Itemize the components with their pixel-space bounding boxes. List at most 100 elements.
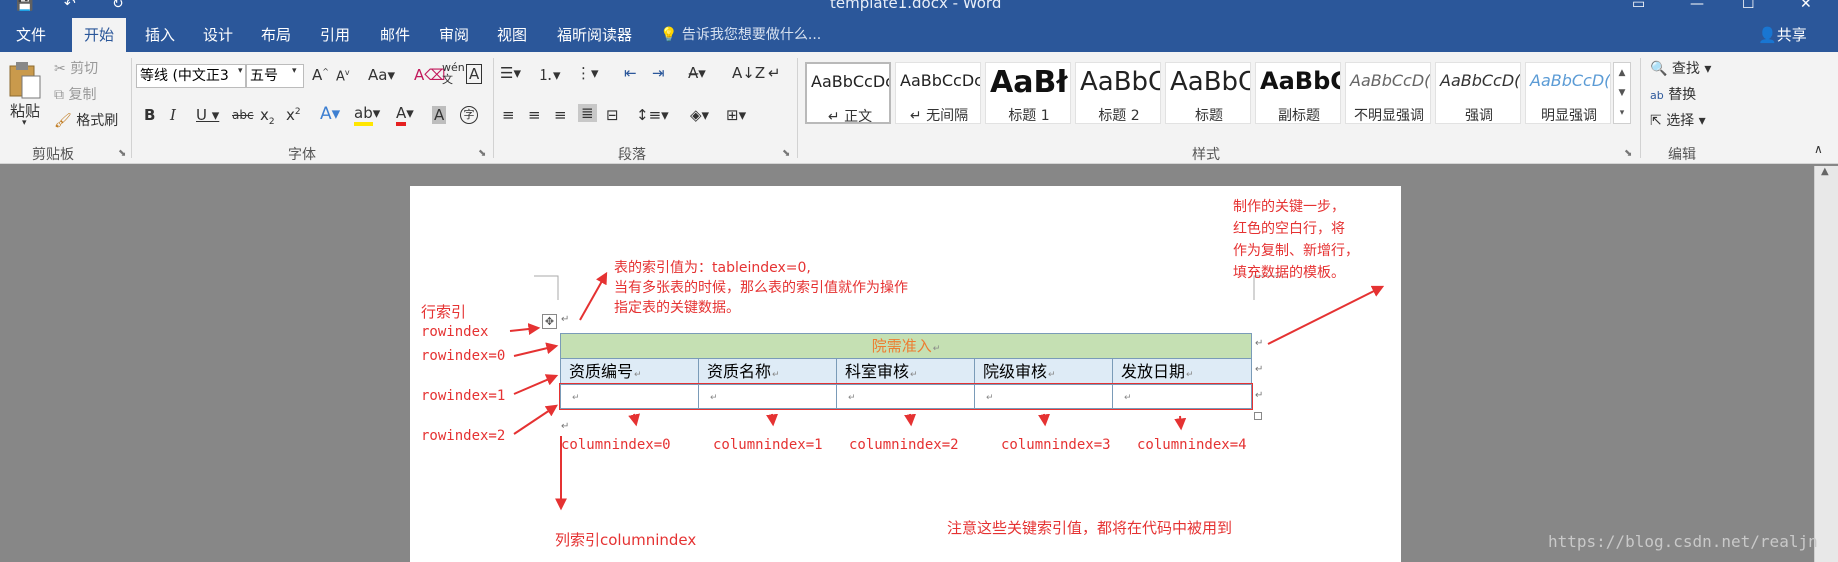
- collapse-ribbon-icon[interactable]: ∧: [1814, 142, 1823, 156]
- save-icon[interactable]: 💾: [16, 0, 34, 12]
- clear-formatting-icon[interactable]: A⌫: [414, 66, 446, 84]
- tab-mailings[interactable]: 邮件: [380, 26, 411, 44]
- increase-indent-icon[interactable]: ⇥: [652, 64, 665, 82]
- table-title-cell[interactable]: 院需准入↵: [560, 333, 1252, 359]
- header-cell-1[interactable]: 资质名称↵: [698, 358, 837, 385]
- paragraph-dialog-launcher-icon[interactable]: ⬊: [782, 148, 791, 159]
- font-group-label: 字体: [288, 147, 316, 163]
- close-icon[interactable]: ✕: [1800, 0, 1812, 12]
- borders-icon[interactable]: ⊞▾: [726, 106, 747, 124]
- header-cell-2[interactable]: 科室审核↵: [836, 358, 975, 385]
- template-cell-3[interactable]: ↵: [974, 384, 1113, 409]
- character-shading-icon[interactable]: A: [432, 106, 447, 124]
- chinese-layout-icon[interactable]: A̶▾: [688, 64, 706, 82]
- align-left-icon[interactable]: ≡: [502, 106, 515, 124]
- select-button[interactable]: ⇱ 选择 ▾: [1650, 113, 1706, 129]
- tab-home[interactable]: 开始: [72, 18, 127, 52]
- change-case-icon[interactable]: Aa▾: [368, 66, 395, 84]
- justify-icon[interactable]: ≣: [578, 104, 597, 122]
- find-button[interactable]: 🔍 查找 ▾: [1650, 61, 1712, 77]
- italic-icon[interactable]: I: [170, 106, 176, 124]
- strikethrough-icon[interactable]: abc: [232, 108, 254, 122]
- tab-file[interactable]: 文件: [16, 26, 47, 44]
- paste-button[interactable]: 粘贴: [10, 102, 41, 120]
- font-size-combo[interactable]: 五号: [246, 64, 304, 88]
- format-painter-button[interactable]: 🖌 格式刷: [54, 110, 118, 130]
- scroll-up-icon[interactable]: ▲: [1618, 68, 1626, 78]
- grow-font-icon[interactable]: A^: [312, 66, 329, 84]
- share-button[interactable]: 👤共享: [1758, 18, 1807, 52]
- minimize-icon[interactable]: —: [1690, 0, 1704, 12]
- line-spacing-icon[interactable]: ↕≡▾: [636, 106, 669, 124]
- scroll-up-arrow-icon[interactable]: ▲: [1821, 166, 1829, 177]
- tab-insert[interactable]: 插入: [145, 26, 176, 44]
- template-cell-0[interactable]: ↵: [560, 384, 699, 409]
- font-size-dropdown-icon[interactable]: ▾: [292, 66, 297, 76]
- template-cell-4[interactable]: ↵: [1112, 384, 1252, 409]
- align-right-icon[interactable]: ≡: [554, 106, 567, 124]
- font-dialog-launcher-icon[interactable]: ⬊: [478, 148, 487, 159]
- cut-button[interactable]: ✂ 剪切: [54, 58, 98, 78]
- header-cell-0[interactable]: 资质编号↵: [560, 358, 699, 385]
- styles-dialog-launcher-icon[interactable]: ⬊: [1624, 148, 1633, 159]
- character-border-icon[interactable]: A: [466, 64, 483, 84]
- font-color-icon[interactable]: A▾: [396, 104, 414, 126]
- enclose-characters-icon[interactable]: 字: [460, 106, 478, 124]
- header-cell-3[interactable]: 院级审核↵: [974, 358, 1113, 385]
- template-cell-2[interactable]: ↵: [836, 384, 975, 409]
- superscript-icon[interactable]: x2: [286, 106, 301, 124]
- font-name-dropdown-icon[interactable]: ▾: [238, 66, 243, 76]
- tab-review[interactable]: 审阅: [439, 26, 470, 44]
- style-item-5[interactable]: AaBbC(副标题: [1255, 62, 1341, 124]
- tell-me-box[interactable]: 💡 告诉我您想要做什么...: [660, 18, 821, 52]
- align-center-icon[interactable]: ≡: [528, 106, 541, 124]
- more-styles-icon[interactable]: ▾: [1619, 108, 1625, 118]
- subscript-icon[interactable]: x2: [260, 106, 275, 127]
- shading-icon[interactable]: ◈▾: [690, 106, 710, 124]
- bullets-icon[interactable]: ☰▾: [500, 64, 521, 82]
- decrease-indent-icon[interactable]: ⇤: [624, 64, 637, 82]
- maximize-icon[interactable]: ☐: [1742, 0, 1755, 12]
- scroll-down-icon[interactable]: ▼: [1618, 88, 1626, 98]
- table-move-handle-icon[interactable]: ✥: [542, 314, 557, 329]
- annotation-columnindex-0: columnindex=0: [561, 437, 671, 453]
- undo-icon[interactable]: ↶: [64, 0, 76, 12]
- styles-gallery-scroll[interactable]: ▲ ▼ ▾: [1613, 62, 1631, 124]
- text-effects-icon[interactable]: A▾: [320, 104, 341, 124]
- paste-dropdown-icon[interactable]: ▾: [22, 118, 27, 128]
- tab-references[interactable]: 引用: [320, 26, 351, 44]
- style-item-7[interactable]: AaBbCcD(强调: [1435, 62, 1521, 124]
- template-cell-1[interactable]: ↵: [698, 384, 837, 409]
- clipboard-dialog-launcher-icon[interactable]: ⬊: [118, 148, 127, 159]
- style-item-3[interactable]: AaBbC(标题 2: [1075, 62, 1161, 124]
- style-item-0[interactable]: AaBbCcDc↵ 正文: [805, 62, 891, 124]
- sort-icon[interactable]: A↓Z: [732, 64, 766, 82]
- distributed-icon[interactable]: ⊟: [606, 106, 619, 124]
- shrink-font-icon[interactable]: Av: [336, 68, 350, 85]
- multilevel-list-icon[interactable]: ⋮▾: [576, 64, 599, 82]
- show-formatting-marks-icon[interactable]: ↵: [768, 64, 781, 82]
- header-cell-4[interactable]: 发放日期↵: [1112, 358, 1252, 385]
- tab-view[interactable]: 视图: [497, 26, 528, 44]
- table-resize-handle[interactable]: [1254, 412, 1262, 420]
- numbering-icon[interactable]: ⒈▾: [538, 66, 561, 84]
- highlight-color-icon[interactable]: ab▾: [354, 104, 380, 126]
- tab-foxit-reader[interactable]: 福昕阅读器: [557, 26, 633, 44]
- replace-button[interactable]: ab 替换: [1650, 84, 1696, 104]
- bold-icon[interactable]: B: [144, 106, 156, 124]
- tab-design[interactable]: 设计: [203, 26, 234, 44]
- style-item-8[interactable]: AaBbCcD(明显强调: [1525, 62, 1611, 124]
- tab-layout[interactable]: 布局: [261, 26, 292, 44]
- vertical-scrollbar[interactable]: ▲: [1814, 166, 1838, 562]
- redo-icon[interactable]: ↻: [112, 0, 124, 12]
- paste-icon[interactable]: [8, 60, 42, 100]
- underline-icon[interactable]: U ▾: [196, 106, 220, 124]
- font-name-combo[interactable]: 等线 (中文正3: [136, 64, 246, 88]
- style-item-4[interactable]: AaBbC(标题: [1165, 62, 1251, 124]
- ribbon-display-options-icon[interactable]: ▭: [1632, 0, 1646, 12]
- style-item-6[interactable]: AaBbCcD(不明显强调: [1345, 62, 1431, 124]
- copy-button[interactable]: ⧉ 复制: [54, 84, 96, 104]
- style-item-1[interactable]: AaBbCcDc↵ 无间隔: [895, 62, 981, 124]
